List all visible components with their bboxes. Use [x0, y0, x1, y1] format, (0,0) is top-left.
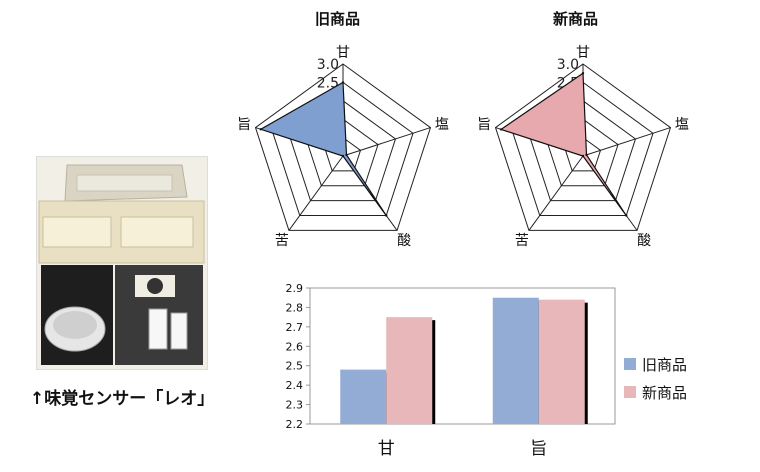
- bar-y-tick-label: 2.5: [286, 360, 304, 373]
- bar-y-tick-label: 2.6: [286, 340, 304, 353]
- radar-point-new: [625, 214, 628, 217]
- radar-point-old: [341, 81, 345, 84]
- bar-y-tick-label: 2.4: [286, 379, 304, 392]
- legend-swatch-old: [624, 358, 636, 370]
- bar-chart: 2.2 2.3 2.4 2.5 2.6 2.7 2.8 2.9 甘 旨: [286, 282, 616, 459]
- bar-y-tick-label: 2.7: [286, 321, 304, 334]
- radar-axis-label: 旨: [237, 117, 251, 133]
- radar-point-new: [581, 72, 585, 75]
- radar-spoke: [582, 127, 671, 157]
- radar-point-new: [581, 154, 585, 158]
- radar-title-old: 旧商品: [315, 10, 361, 28]
- radar-series-new: [499, 72, 627, 216]
- bar-plot-frame: [309, 287, 616, 425]
- bar-y-tick-label: 2.3: [286, 399, 304, 412]
- radar-spoke: [288, 155, 344, 231]
- bar-legend: 旧商品 新商品: [624, 350, 687, 406]
- bar-x-category-label: 甘: [378, 439, 395, 459]
- bar-y-tick-label: 2.8: [286, 301, 304, 314]
- bar-y-tick-label: 2.9: [286, 282, 304, 295]
- radar-axis-label: 塩: [675, 117, 689, 133]
- radar-point-old: [259, 128, 262, 131]
- radar-point-new: [499, 128, 503, 131]
- bar-x-category-label: 旨: [530, 439, 547, 459]
- photo-caption: ↑味覚センサー「レオ」: [30, 389, 215, 409]
- radar-spoke: [528, 155, 584, 231]
- radar-point-new: [585, 153, 588, 157]
- radar-axis-label: 塩: [435, 117, 449, 133]
- radar-tick-label: 3.0: [557, 57, 579, 73]
- radar-tick-label: 3.0: [317, 57, 339, 73]
- bar-old: [492, 297, 539, 424]
- radar-axis-label: 酸: [397, 233, 411, 249]
- bar-new: [386, 317, 433, 424]
- legend-item-old: 旧商品: [624, 350, 687, 378]
- radar-grid-ring: [494, 63, 672, 231]
- radar-series-old: [259, 81, 387, 216]
- bar-old: [340, 369, 387, 424]
- radar-point-old: [345, 153, 348, 157]
- legend-item-new: 新商品: [624, 378, 687, 406]
- radar-axis-label: 酸: [637, 233, 651, 249]
- radar-point-old: [385, 214, 388, 217]
- bar-y-tick-label: 2.2: [286, 418, 304, 431]
- radar-axis-label: 苦: [275, 233, 289, 249]
- radar-spoke: [342, 127, 431, 157]
- legend-label-new: 新商品: [642, 383, 688, 402]
- bar-new: [538, 299, 585, 424]
- radar-axis-label: 苦: [515, 233, 529, 249]
- radar-point-old: [341, 154, 345, 158]
- radar-axis-label: 甘: [576, 45, 590, 61]
- radar-axis-label: 甘: [336, 45, 350, 61]
- radar-title-new: 新商品: [553, 10, 599, 28]
- radar-grid-ring: [254, 63, 432, 231]
- taste-sensor-photo: [36, 156, 208, 370]
- taste-sensor-illustration: [37, 157, 207, 369]
- legend-label-old: 旧商品: [642, 355, 688, 374]
- radar-axis-label: 旨: [477, 117, 491, 133]
- legend-swatch-new: [624, 386, 636, 398]
